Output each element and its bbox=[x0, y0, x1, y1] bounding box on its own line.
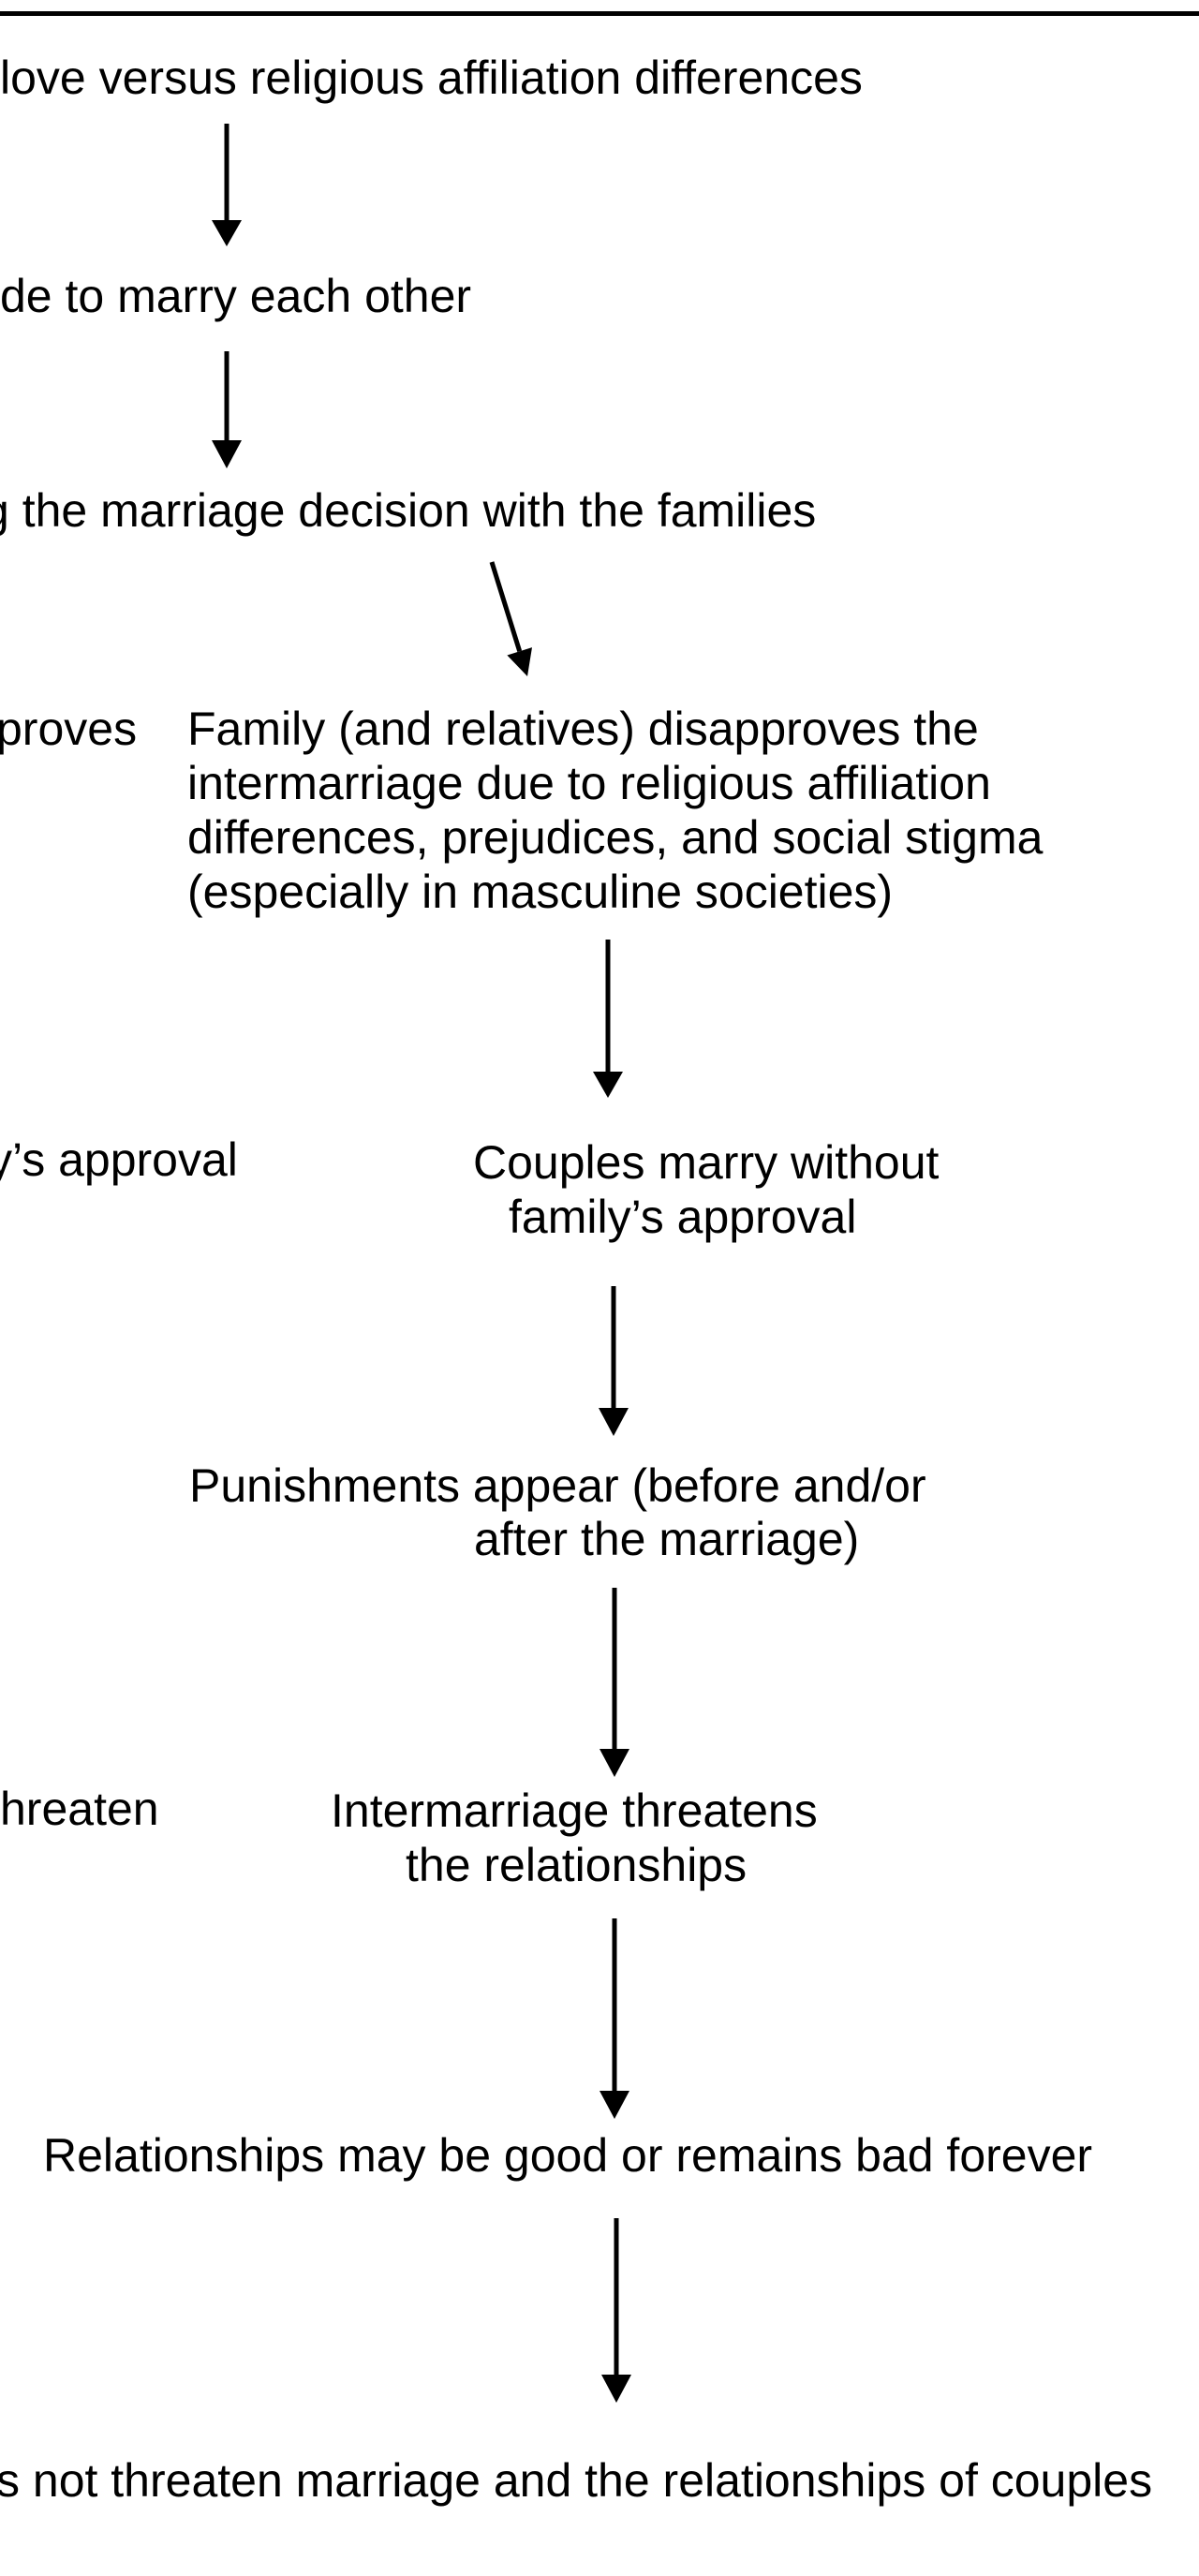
flow-arrow-8 bbox=[601, 2218, 631, 2403]
flow-line-family-disapproves-4: (especially in masculine societies) bbox=[187, 866, 894, 918]
flow-arrow-7 bbox=[600, 1918, 629, 2119]
flow-line-couples-marry-1: Couples marry without bbox=[473, 1136, 940, 1189]
flow-arrow-4 bbox=[593, 940, 623, 1098]
flow-line-love-vs-religion: love versus religious affiliation differ… bbox=[0, 52, 863, 104]
flow-line-punishments-2: after the marriage) bbox=[474, 1513, 860, 1565]
top-border-line bbox=[0, 11, 1199, 16]
flow-line-sharing-decision: g the marriage decision with the familie… bbox=[0, 484, 817, 537]
flow-line-family-approval-fragment: y’s approval bbox=[0, 1133, 238, 1186]
flow-arrow-5 bbox=[599, 1286, 629, 1436]
flow-arrow-2 bbox=[212, 351, 242, 468]
flow-line-family-disapproves-3: differences, prejudices, and social stig… bbox=[187, 811, 1044, 864]
flow-arrow-3-diagonal bbox=[489, 561, 532, 676]
flow-line-family-approves-fragment: proves bbox=[0, 703, 138, 755]
flow-line-punishments-1: Punishments appear (before and/or bbox=[189, 1459, 926, 1512]
flow-line-does-not-threaten: s not threaten marriage and the relation… bbox=[0, 2454, 1153, 2507]
flow-line-threatens-2: the relationships bbox=[406, 1839, 748, 1891]
flow-line-decide-to-marry: de to marry each other bbox=[0, 270, 472, 322]
flow-line-threatens-1: Intermarriage threatens bbox=[331, 1784, 818, 1837]
flow-line-relationships-outcome: Relationships may be good or remains bad… bbox=[43, 2129, 1093, 2182]
flow-line-threaten-fragment: hreaten bbox=[0, 1783, 159, 1835]
flow-line-couples-marry-2: family’s approval bbox=[509, 1191, 857, 1243]
flow-line-family-disapproves-2: intermarriage due to religious affiliati… bbox=[187, 757, 991, 809]
flow-arrow-6 bbox=[600, 1588, 629, 1777]
flow-arrow-1 bbox=[212, 124, 242, 246]
flow-line-family-disapproves-1: Family (and relatives) disapproves the bbox=[187, 703, 979, 755]
